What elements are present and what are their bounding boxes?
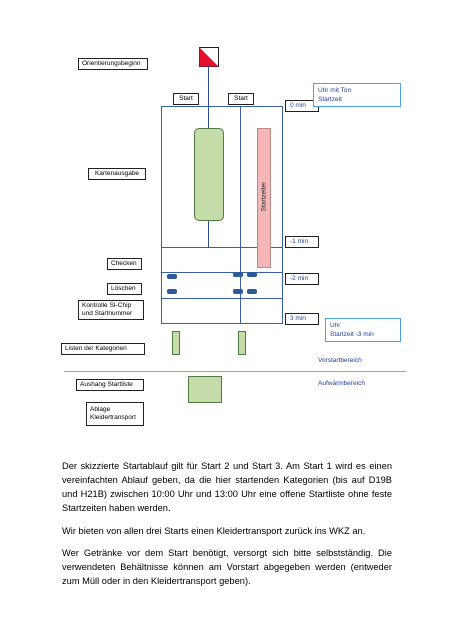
clock-with-tone-line2: Startzeit (318, 96, 342, 103)
start-area-top-border (161, 106, 283, 107)
label-start-left: Start (173, 93, 199, 105)
startlist-posting-board (188, 376, 222, 403)
label-storage-line1: Ablage (90, 406, 111, 413)
label-sichip-check-line1: Kontrolle SI-Chip (82, 302, 132, 309)
label-clearing: Löschen (107, 283, 142, 295)
label-sichip-check: Kontrolle SI-Chip und Startnummer (78, 300, 144, 320)
label-checking: Checken (107, 258, 142, 270)
start-area-left-border (161, 106, 162, 324)
desk-checking-right (247, 272, 257, 277)
label-storage: Ablage Kleidertransport (86, 402, 144, 426)
desk-clearing-left (167, 289, 177, 294)
label-storage-line2: Kleidertransport (90, 414, 136, 421)
label-category-lists: Listen der Kategorien (61, 343, 145, 355)
start-scheduler-label: Startzeiter (260, 181, 268, 212)
label-startlist-posting: Aushang Startliste (76, 379, 144, 391)
pre-start-area-label: Vorstartbereich (318, 357, 362, 364)
start-scheduler-box (257, 128, 271, 268)
paragraph-clothes-transport: Wir bieten von allen drei Starts einen K… (62, 526, 366, 536)
time-marker-3min: 3 min (285, 313, 319, 325)
desk-checking-mid (233, 272, 243, 277)
category-list-stand-right (238, 331, 246, 355)
time-marker-minus2min: -2 min (285, 273, 319, 285)
clock-with-tone-line1: Uhr mit Ton (318, 87, 352, 94)
channel-line-right (240, 106, 241, 324)
control-flag-icon (199, 47, 219, 67)
category-list-stand-left (172, 331, 180, 355)
lane-line-1min (161, 247, 283, 248)
label-map-distribution: Kartenausgabe (88, 168, 146, 180)
desk-clearing-right (247, 289, 257, 294)
lane-line-2min (161, 272, 283, 273)
desk-clearing-mid (233, 289, 243, 294)
paragraph-drinks: Wer Getränke vor dem Start benötigt, ver… (62, 548, 392, 586)
clock-box: Uhr Startzeit -3 min (325, 318, 401, 342)
start-area-right-border (282, 106, 283, 324)
map-distribution-box (194, 128, 224, 221)
warmup-area-label: Aufwärmbereich (318, 380, 365, 387)
clock-with-tone-box: Uhr mit Ton Startzeit (313, 83, 401, 107)
clock-line2: Startzeit -3 min (330, 331, 374, 338)
label-sichip-check-line2: und Startnummer (82, 310, 133, 317)
time-marker-minus1min: -1 min (285, 236, 319, 248)
lane-line-3min (161, 298, 283, 299)
desk-checking-left (167, 274, 177, 279)
paragraph-start-procedure: Der skizzierte Startablauf gilt für Star… (62, 461, 392, 513)
area-boundary-line (64, 371, 406, 372)
clock-line1: Uhr (330, 322, 341, 329)
start-area-bottom-border (161, 323, 283, 324)
label-start-right: Start (228, 93, 254, 105)
label-orientation-start: Orientierungsbeginn (78, 58, 148, 70)
